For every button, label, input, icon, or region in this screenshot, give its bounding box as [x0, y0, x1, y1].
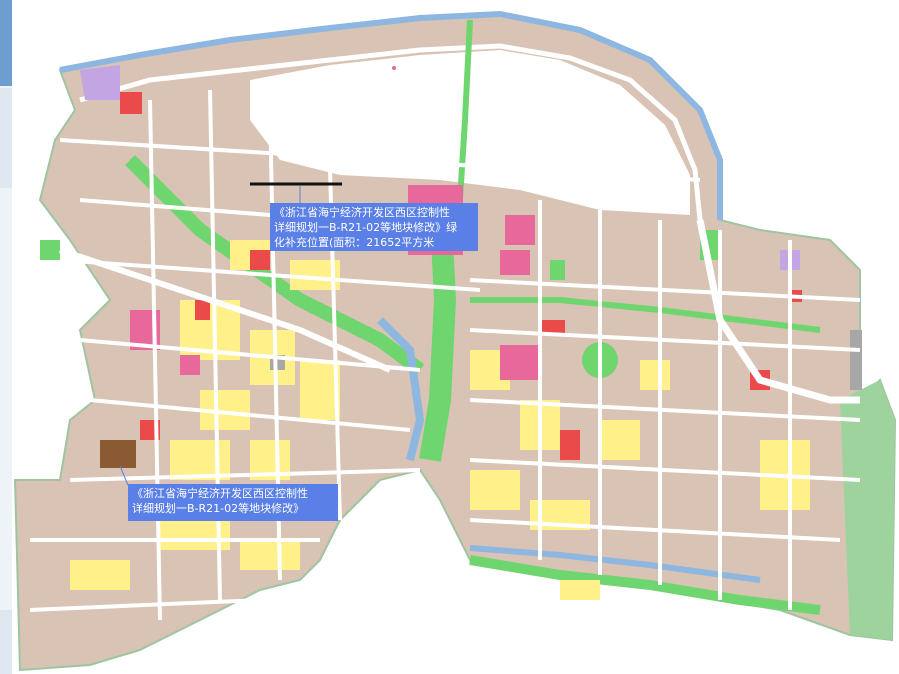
brown-parcel [100, 440, 136, 468]
callout-line: 《浙江省海宁经济开发区西区控制性 [274, 206, 450, 219]
callout-line: 详细规划一B-R21-02等地块修改》 [132, 502, 305, 515]
south-river [469, 545, 761, 583]
strip-segment [0, 0, 12, 86]
strip-segment [0, 610, 12, 674]
callout-line: 化补充位置(面积：21652平方米 [274, 236, 435, 249]
callout-line: 《浙江省海宁经济开发区西区控制性 [132, 487, 308, 500]
water-canal [377, 317, 425, 461]
northern-river [59, 10, 723, 220]
strip-segment [0, 88, 12, 188]
left-panel-strip [0, 0, 12, 674]
callout-plan-modification: 《浙江省海宁经济开发区西区控制性 详细规划一B-R21-02等地块修改》 [128, 484, 338, 521]
callout-green-supplement-location: 《浙江省海宁经济开发区西区控制性 详细规划一B-R21-02等地块修改》绿 化补… [270, 203, 478, 251]
green-south-band [469, 555, 821, 615]
callout-line: 详细规划一B-R21-02等地块修改》绿 [274, 221, 458, 234]
strip-segment [0, 190, 12, 610]
marker-dot [392, 66, 396, 70]
north-ring-road [79, 43, 703, 221]
callout-leader [119, 465, 129, 486]
arterial-road [696, 219, 860, 404]
green-east-edge [840, 380, 895, 640]
arterial-road-diagonal [59, 247, 392, 373]
green-railway-strip [457, 19, 473, 201]
